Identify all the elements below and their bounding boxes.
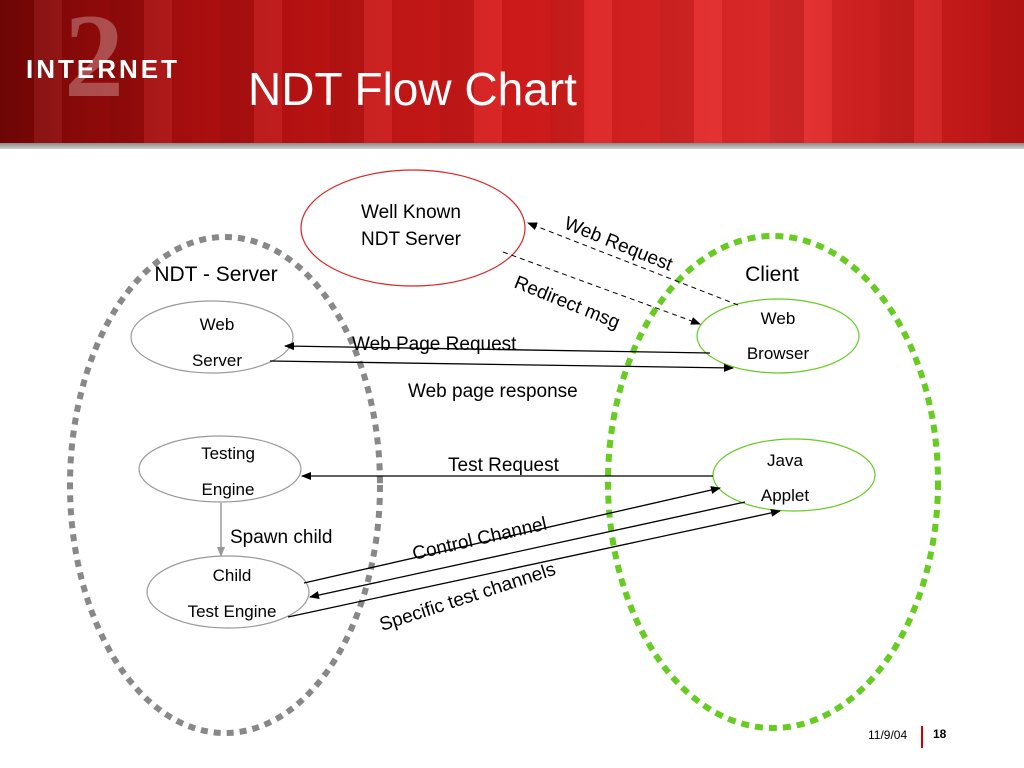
child-label-2: Test Engine: [188, 602, 277, 621]
logo-wordmark: INTERNET: [26, 54, 180, 84]
page-number: 18: [933, 727, 947, 741]
child-label-1: Child: [213, 566, 252, 585]
well-known-label-2: NDT Server: [361, 229, 462, 250]
well-known-ndt-server-node: Well Known NDT Server: [300, 169, 526, 287]
internet2-logo: 2 INTERNET: [18, 0, 218, 126]
web-browser-node: Web Browser: [696, 298, 860, 374]
server-group-boundary: [67, 234, 383, 736]
web-request-arrow: [527, 222, 739, 306]
specific-test-channels-arrow: [287, 508, 781, 618]
redirect-msg-label: Redirect msg: [511, 272, 623, 333]
redirect-msg-arrow: [502, 251, 701, 325]
control-channel-arrow-down: [309, 501, 746, 599]
header-divider: [0, 143, 1024, 149]
web-page-request-arrow: [284, 342, 711, 354]
page-title: NDT Flow Chart: [248, 63, 577, 115]
client-group-label: Client: [745, 263, 799, 286]
footer-date: 11/9/04: [868, 728, 908, 742]
header-banner: 2 INTERNET NDT Flow Chart: [0, 0, 1024, 143]
header-stripes: [0, 0, 1024, 143]
server-group-label: NDT - Server: [154, 263, 277, 286]
well-known-label-1: Well Known: [361, 202, 461, 223]
web-browser-label-1: Web: [761, 309, 796, 328]
testing-engine-label-1: Testing: [201, 444, 255, 463]
logo-numeral: 2: [64, 0, 124, 122]
web-request-label: Web Request: [561, 213, 676, 276]
web-page-response-label: Web page response: [408, 381, 578, 402]
web-server-label-1: Web: [200, 315, 235, 334]
client-group-boundary: [605, 233, 941, 731]
child-test-engine-node: Child Test Engine: [146, 555, 310, 629]
web-page-request-label: Web Page Request: [352, 334, 517, 355]
testing-engine-label-2: Engine: [202, 480, 255, 499]
control-channel-arrow-up: [303, 486, 721, 584]
footer-divider: [921, 726, 923, 748]
java-applet-label-1: Java: [767, 451, 803, 470]
web-server-label-2: Server: [192, 351, 242, 370]
specific-test-channels-label: Specific test channels: [377, 559, 558, 636]
web-server-node: Web Server: [130, 300, 294, 374]
web-page-response-arrow: [269, 360, 734, 372]
web-browser-label-2: Browser: [747, 344, 810, 363]
java-applet-node: Java Applet: [712, 438, 876, 512]
spawn-child-label: Spawn child: [230, 527, 332, 548]
test-request-label: Test Request: [448, 455, 560, 476]
control-channel-label: Control Channel: [410, 514, 549, 565]
java-applet-label-2: Applet: [761, 486, 809, 505]
testing-engine-node: Testing Engine: [138, 435, 302, 503]
